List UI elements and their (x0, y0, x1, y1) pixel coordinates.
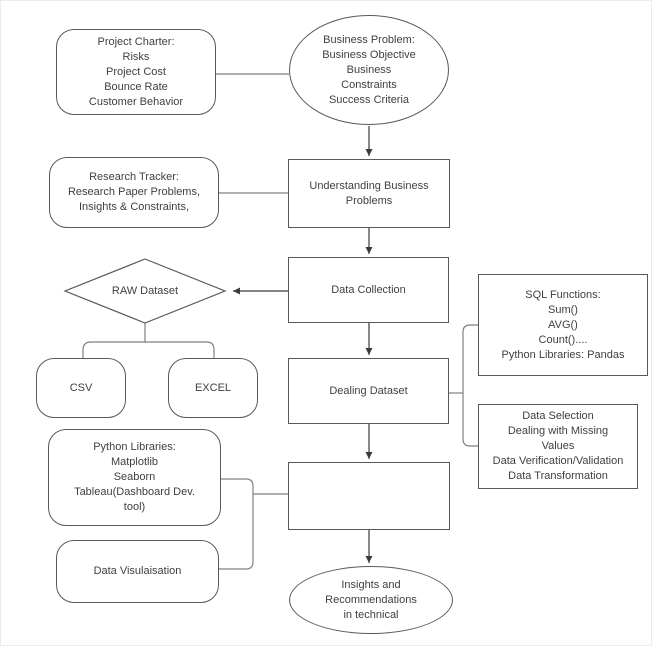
connector-bracket-python-data-visualisation (219, 478, 254, 570)
insights-node: Insights and Recommendations in technica… (289, 566, 453, 634)
understanding-business-problems-node: Understanding Business Problems (288, 159, 450, 228)
excel-node: EXCEL (168, 358, 258, 418)
data-collection-node: Data Collection (288, 257, 449, 323)
raw-dataset-diamond (63, 258, 227, 324)
sql-functions-node: SQL Functions: Sum() AVG() Count().... P… (478, 274, 648, 376)
connector-raw-dataset-split-csv-excel (82, 341, 215, 358)
project-charter-node: Project Charter: Risks Project Cost Boun… (56, 29, 216, 115)
data-selection-node: Data Selection Dealing with Missing Valu… (478, 404, 638, 489)
raw-dataset-label: RAW Dataset (111, 284, 179, 297)
python-libraries-node: Python Libraries: Matplotlib Seaborn Tab… (48, 429, 221, 526)
dealing-dataset-node: Dealing Dataset (288, 358, 449, 424)
csv-node: CSV (36, 358, 126, 418)
connector-bracket-sql-data-selection (462, 324, 478, 447)
data-visualisation-node: Data Visulaisation (56, 540, 219, 603)
eda-node (288, 462, 450, 530)
business-problem-node: Business Problem: Business Objective Bus… (289, 15, 449, 125)
research-tracker-node: Research Tracker: Research Paper Problem… (49, 157, 219, 228)
